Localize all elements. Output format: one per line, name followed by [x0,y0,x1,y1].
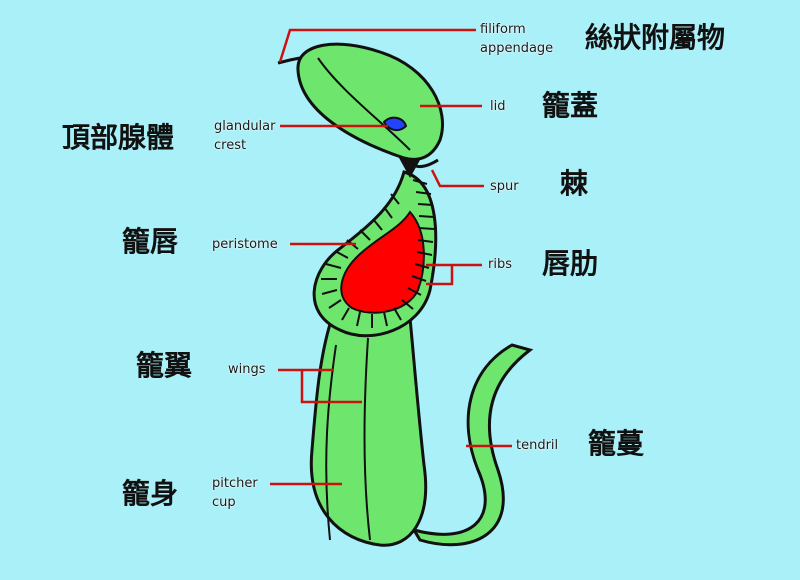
pitcher-body [309,310,428,547]
mouth-opening [340,210,425,314]
lid-shape [296,42,444,161]
filiform-appendage [277,56,301,65]
label-peristome-zh: 籠唇 [122,225,179,258]
leader-spur [430,169,484,188]
label-peristome-en: peristome [212,237,278,252]
label-lid-en: lid [490,99,506,114]
peristome-ribs [321,179,435,328]
neck-shape [398,156,420,178]
label-pitcher-en: pitcher cup [212,474,258,512]
label-glandular-zh: 頂部腺體 [62,121,175,154]
label-wings-en: wings [228,362,266,377]
label-pitcher-en-2: cup [212,495,236,510]
lid-fold [317,57,411,151]
label-wings-zh: 籠翼 [136,349,193,382]
label-lid-zh: 籠蓋 [542,89,599,122]
glandular-crest-shape [382,116,408,132]
leader-lines [270,28,512,486]
label-pitcher-en-1: pitcher [212,476,258,491]
wing-line-left [325,344,337,541]
label-filiform-en-1: filiform [480,22,526,37]
label-glandular-en-2: crest [214,138,247,153]
leader-filiform [278,28,476,63]
label-filiform-en: filiform appendage [480,20,553,58]
label-filiform-en-2: appendage [480,41,554,56]
wing-line-right [363,337,371,541]
label-spur-zh: 棘 [560,167,589,200]
label-pitcher-zh: 籠身 [122,477,179,510]
label-spur-en: spur [490,179,519,194]
label-glandular-en: glandular crest [214,117,275,155]
label-ribs-en: ribs [488,257,512,272]
leader-wings [278,368,362,404]
label-glandular-en-1: glandular [214,119,276,134]
leader-ribs [426,263,482,286]
label-tendril-en: tendril [516,438,559,453]
label-tendril-zh: 籠蔓 [588,427,645,460]
label-ribs-zh: 唇肋 [542,247,599,280]
label-filiform-zh: 絲狀附屬物 [585,21,726,54]
